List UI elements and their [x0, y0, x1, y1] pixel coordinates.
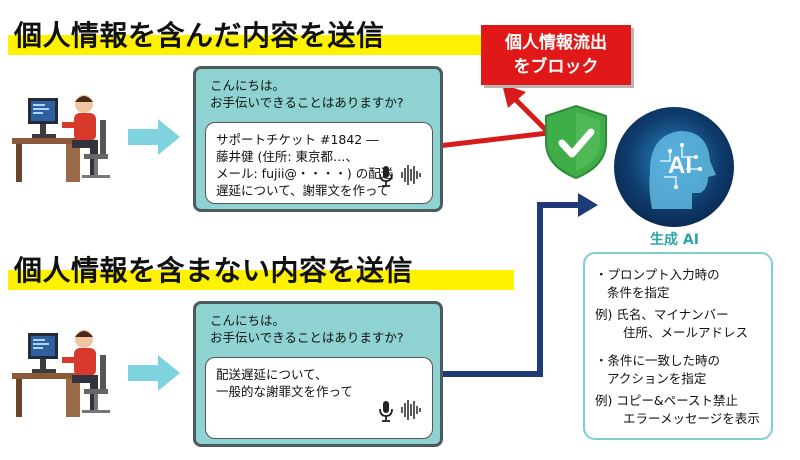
red-arrow-shaft	[512, 96, 550, 134]
message-line: 遅延について、謝罪文を作って	[216, 183, 390, 198]
condition-item-2-line-1: ・条件に一致した時の	[595, 353, 721, 368]
block-badge-line-2: をブロック	[513, 57, 599, 77]
ai-label: 生成 AI	[650, 232, 699, 248]
message-line: 藤井健 (住所: 東京都…、	[216, 149, 359, 164]
red-connector	[437, 130, 549, 149]
chat-window-bottom: こんにちは。 お手伝いできることはありますか? 配送遅延について、 一般的な謝罪…	[193, 301, 443, 447]
message-box-top[interactable]: サポートチケット #1842 ― 藤井健 (住所: 東京都…、 メール: fuj…	[205, 122, 433, 204]
shield-check-icon	[545, 104, 607, 180]
person-at-computer-icon-top	[12, 95, 110, 182]
conditions-box: ・プロンプト入力時の 条件を指定 例) 氏名、マイナンバー 住所、メールアドレス…	[583, 252, 773, 440]
message-line: 一般的な謝罪文を作って	[216, 384, 353, 399]
navy-arrow-head	[578, 193, 598, 217]
bottom-heading-highlight	[8, 270, 514, 290]
condition-example-2-line-2: エラーメッセージを表示	[623, 411, 760, 426]
arrow-right-icon-bottom	[128, 355, 180, 391]
message-line: サポートチケット #1842 ―	[216, 132, 379, 147]
greeting-line-2: お手伝いできることはありますか?	[210, 330, 404, 345]
greeting-line-1: こんにちは。	[210, 78, 286, 93]
microphone-icon[interactable]	[378, 400, 394, 422]
chat-greeting-top: こんにちは。 お手伝いできることはありますか?	[210, 77, 404, 111]
arrow-right-icon-top	[128, 119, 180, 155]
message-line: メール: fujii@・・・・) の配送	[216, 166, 394, 181]
top-heading-highlight	[8, 35, 484, 55]
condition-item-2-line-2: アクションを指定	[607, 371, 707, 386]
block-badge-line-1: 個人情報流出	[505, 33, 607, 53]
chat-greeting-bottom: こんにちは。 お手伝いできることはありますか?	[210, 312, 404, 346]
greeting-line-2: お手伝いできることはありますか?	[210, 95, 404, 110]
bottom-heading: 個人情報を含まない内容を送信	[14, 254, 414, 287]
ai-head-icon: AI	[614, 107, 734, 227]
message-line: 配送遅延について、	[216, 367, 328, 382]
block-leak-badge: 個人情報流出 をブロック	[481, 25, 631, 85]
microphone-icon[interactable]	[378, 165, 394, 187]
chat-window-top: こんにちは。 お手伝いできることはありますか? サポートチケット #1842 ―…	[193, 66, 443, 212]
condition-example-1-line-2: 住所、メールアドレス	[623, 325, 749, 340]
condition-example-2-line-1: 例) コピー&ペースト禁止	[595, 393, 738, 408]
top-heading: 個人情報を含んだ内容を送信	[14, 19, 385, 52]
ai-badge-text: AI	[668, 152, 692, 179]
sound-wave-icon	[401, 400, 421, 420]
condition-example-1-line-1: 例) 氏名、マイナンバー	[595, 307, 729, 322]
greeting-line-1: こんにちは。	[210, 313, 286, 328]
red-arrow-head	[502, 84, 526, 108]
person-at-computer-icon-bottom	[12, 330, 110, 417]
message-text-bottom: 配送遅延について、 一般的な謝罪文を作って	[216, 366, 353, 400]
condition-item-1-line-1: ・プロンプト入力時の	[595, 267, 720, 282]
navy-connector	[438, 202, 580, 377]
condition-item-1-line-2: 条件を指定	[607, 285, 670, 300]
sound-wave-icon	[401, 165, 421, 185]
message-text-top: サポートチケット #1842 ― 藤井健 (住所: 東京都…、 メール: fuj…	[216, 131, 393, 199]
message-box-bottom[interactable]: 配送遅延について、 一般的な謝罪文を作って	[205, 357, 433, 439]
